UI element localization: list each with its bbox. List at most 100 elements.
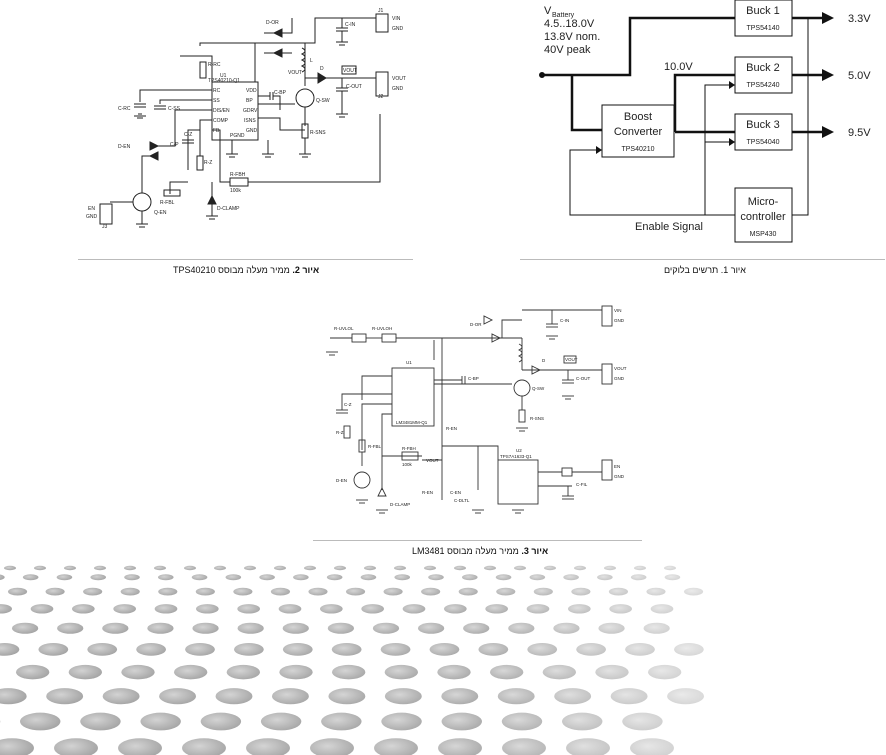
fig3-label: R-SNS bbox=[530, 416, 544, 421]
fig1-vbat-sub: Battery bbox=[552, 12, 575, 19]
fig3-label: U2 bbox=[516, 448, 522, 453]
fig1-boost-title1: Boost bbox=[624, 111, 652, 123]
fig3-label: VOUT bbox=[614, 366, 627, 371]
fig2-pin: COMP bbox=[213, 118, 229, 124]
fig3-label: C-BP bbox=[468, 376, 479, 381]
fig1-buck2-title: Buck 2 bbox=[746, 62, 780, 74]
fig2-label: GND bbox=[86, 214, 98, 220]
fig1-mcu-part: MSP430 bbox=[750, 231, 777, 238]
fig2-label: VOUT bbox=[288, 70, 302, 76]
fig2-caption-text: ממיר מעלה מבוסס bbox=[218, 265, 290, 275]
fig1-mcu-box bbox=[734, 187, 793, 243]
fig2-label: GND bbox=[392, 26, 404, 32]
fig2-label: EN bbox=[88, 206, 95, 212]
fig1-buck3-box bbox=[734, 113, 793, 151]
fig1-buck2-box bbox=[734, 56, 793, 94]
fig3-label: C-FIL bbox=[576, 482, 588, 487]
fig2-label: J3 bbox=[102, 224, 108, 230]
fig1-buck2-part: TPS54240 bbox=[746, 82, 779, 89]
fig2-pin: GDRV bbox=[243, 108, 258, 114]
fig1-mcu-title1: Micro- bbox=[748, 196, 779, 208]
fig3-schematic: R-UVLOL R-UVLOH D-OR C-IN VIN GND U1 LM3… bbox=[326, 305, 627, 514]
fig3-label: R-EN bbox=[422, 490, 433, 495]
fig3-label: U1 bbox=[406, 360, 412, 365]
fig1-vbat-line1: 4.5..18.0V bbox=[544, 18, 595, 30]
fig1-buck1-title: Buck 1 bbox=[746, 5, 780, 17]
fig3-label: D-CLAMP bbox=[390, 502, 410, 507]
fig3-label: R-Z bbox=[336, 430, 344, 435]
fig3-label: EN bbox=[614, 464, 620, 469]
fig2-label: D-OR bbox=[266, 20, 279, 26]
fig2-pin: GND bbox=[246, 128, 258, 134]
fig1-buck1-part: TPS54140 bbox=[746, 25, 779, 32]
fig1-buck3-part: TPS54040 bbox=[746, 139, 779, 146]
fig3-label: VIN bbox=[614, 308, 622, 313]
fig3-label: R-FBL bbox=[368, 444, 381, 449]
fig2-pin: VDD bbox=[246, 88, 257, 94]
fig2-label: 100k bbox=[230, 188, 241, 194]
fig3-label: VOUT bbox=[426, 458, 439, 463]
fig1-vbat-line2: 13.8V nom. bbox=[544, 31, 600, 43]
fig3-caption: איור 3. ממיר מעלה מבוסס LM3481 bbox=[412, 546, 548, 556]
fig2-label: Q-EN bbox=[154, 210, 167, 216]
fig2-u1-part: TPS40210-Q1 bbox=[208, 78, 240, 84]
fig2-pin: BP bbox=[246, 98, 253, 104]
fig2-label: D-EN bbox=[118, 144, 131, 150]
fig3-caption-bold: איור 3. bbox=[521, 546, 549, 556]
fig2-label: R-Z bbox=[204, 160, 212, 166]
fig2-label: R-FBH bbox=[230, 172, 246, 178]
fig2-caption: איור 2. ממיר מעלה מבוסס TPS40210 bbox=[173, 265, 319, 275]
fig2-label: R-SNS bbox=[310, 130, 326, 136]
fig1-boost-box bbox=[601, 104, 675, 158]
fig2-divider bbox=[78, 259, 413, 260]
fig3-label: LM3481MM-Q1 bbox=[396, 420, 428, 425]
fig1-buck3-title: Buck 3 bbox=[746, 119, 780, 131]
fig1-caption: איור 1. תרשים בלוקים bbox=[664, 265, 746, 275]
fig2-pin: PGND bbox=[230, 133, 245, 139]
fig3-label: VOUT bbox=[565, 357, 578, 362]
fig2-u1-label: U1 bbox=[220, 73, 227, 79]
fig3-label: GND bbox=[614, 318, 625, 323]
fig1-buck1-box bbox=[734, 0, 793, 37]
fig2-label: D bbox=[320, 66, 324, 72]
fig1-divider bbox=[520, 259, 885, 260]
fig2-label: J2 bbox=[378, 94, 384, 100]
fig2-pin: ISNS bbox=[244, 118, 256, 124]
fig3-divider bbox=[313, 540, 642, 541]
fig3-label: GND bbox=[614, 376, 625, 381]
fig3-caption-text: ממיר מעלה מבוסס bbox=[447, 546, 519, 556]
fig2-label: C-IN bbox=[345, 22, 356, 28]
fig2-label: C-Z bbox=[184, 132, 192, 138]
fig3-label: R-EN bbox=[446, 426, 457, 431]
fig2-label: D-CLAMP bbox=[217, 206, 240, 212]
fig3-label: Q-SW bbox=[532, 386, 545, 391]
fig1-boost-voltage: 10.0V bbox=[664, 61, 693, 73]
fig2-label: VIN bbox=[392, 16, 401, 22]
fig2-label: Q-SW bbox=[316, 98, 330, 104]
fig2-label: C-OUT bbox=[346, 84, 362, 90]
fig1-out2: 5.0V bbox=[848, 70, 871, 82]
fig3-label: D-OR bbox=[470, 322, 482, 327]
fig1-block-diagram: V Battery 4.5..18.0V 13.8V nom. 40V peak… bbox=[539, 0, 871, 243]
fig3-label: C-OUT bbox=[576, 376, 590, 381]
fig2-label: C-SS bbox=[168, 106, 181, 112]
fig2-label: R-RC bbox=[208, 62, 221, 68]
fig2-caption-bold: איור 2. bbox=[292, 265, 320, 275]
fig3-label: R-UVLOH bbox=[372, 326, 392, 331]
fig2-pin: DIS/EN bbox=[213, 108, 230, 114]
fig2-label: L bbox=[310, 58, 313, 64]
fig2-label: C-P bbox=[170, 142, 179, 148]
fig2-pin: SS bbox=[213, 98, 220, 104]
fig3-label: C-IN bbox=[560, 318, 569, 323]
fig1-mcu-title2: controller bbox=[740, 211, 786, 223]
fig3-label: 100k bbox=[402, 462, 413, 467]
fig2-label: C-RC bbox=[118, 106, 131, 112]
fig2-label: C-BP bbox=[274, 90, 287, 96]
fig2-label: R-FBL bbox=[160, 200, 175, 206]
fig2-caption-part: TPS40210 bbox=[173, 265, 216, 275]
fig2-u1-box bbox=[211, 81, 259, 141]
fig3-caption-part: LM3481 bbox=[412, 546, 445, 556]
fig3-label: TPS7A1633-Q1 bbox=[500, 454, 532, 459]
fig3-label: D-EN bbox=[336, 478, 347, 483]
fig2-pin: RC bbox=[213, 88, 221, 94]
